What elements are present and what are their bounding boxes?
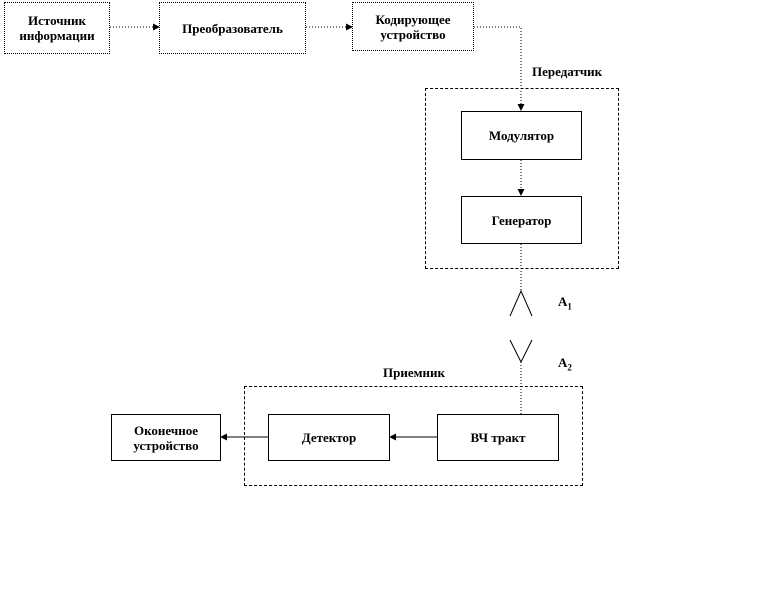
terminal-block: Оконечное устройство (111, 414, 221, 461)
receiver-label: Приемник (383, 365, 445, 380)
receiver-frame (244, 386, 583, 486)
converter-block: Преобразователь (159, 2, 306, 54)
antenna-a2-label: А2 (558, 355, 572, 373)
arrow-encoder-modulator (474, 26, 525, 111)
modulator-block: Модулятор (461, 111, 582, 160)
transmitter-label: Передатчик (532, 64, 603, 79)
encoder-block: Кодирующее устройство (352, 2, 474, 51)
source-block: Источник информации (4, 2, 110, 54)
antenna-a2-icon (509, 339, 533, 364)
rf-path-block: ВЧ тракт (437, 414, 559, 461)
detector-block: Детектор (268, 414, 390, 461)
generator-block: Генератор (461, 196, 582, 244)
antenna-a1-label: А1 (558, 294, 572, 312)
antenna-a1-icon (509, 289, 533, 317)
transmitter-frame (425, 88, 619, 269)
